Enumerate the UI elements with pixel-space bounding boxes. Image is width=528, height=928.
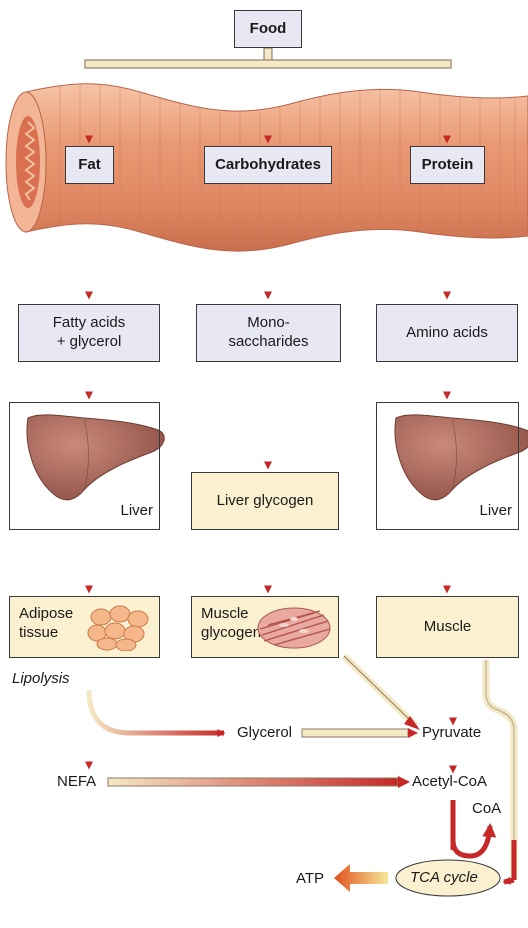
- adipose-tissue-box: Adipose tissue: [9, 596, 160, 658]
- muscle-glycogen-box: Muscle glycogen: [191, 596, 339, 658]
- liver-box-left: Liver: [9, 402, 160, 530]
- monosaccharides-label-2: saccharides: [228, 333, 308, 352]
- food-label: Food: [250, 20, 287, 39]
- liver-left-label: Liver: [120, 502, 153, 521]
- acetyl-coa-label: Acetyl-CoA: [412, 773, 487, 790]
- lipolysis-label: Lipolysis: [12, 670, 70, 687]
- monosaccharides-label-1: Mono-: [247, 314, 290, 333]
- liver-glycogen-label: Liver glycogen: [217, 492, 314, 511]
- adipose-label-2: tissue: [19, 624, 58, 641]
- muscle-glycogen-label-2: glycogen: [201, 624, 261, 641]
- food-box: Food: [234, 10, 302, 48]
- protein-label: Protein: [422, 156, 474, 175]
- amino-acids-label: Amino acids: [406, 324, 488, 343]
- carbohydrates-box: Carbohydrates: [204, 146, 332, 184]
- liver-glycogen-box: Liver glycogen: [191, 472, 339, 530]
- protein-box: Protein: [410, 146, 485, 184]
- tca-cycle-label: TCA cycle: [410, 869, 478, 886]
- muscle-box: Muscle: [376, 596, 519, 658]
- glycerol-label: Glycerol: [237, 724, 292, 741]
- coa-label: CoA: [472, 800, 501, 817]
- arrow-muscle-tca: [486, 660, 514, 880]
- muscle-glycogen-label-1: Muscle: [201, 605, 249, 622]
- adipose-label-1: Adipose: [19, 605, 73, 622]
- pyruvate-label: Pyruvate: [422, 724, 481, 741]
- muscle-label: Muscle: [424, 618, 472, 637]
- amino-acids-box: Amino acids: [376, 304, 518, 362]
- fatty-acids-label-2: + glycerol: [57, 333, 122, 352]
- fat-label: Fat: [78, 156, 101, 175]
- fat-box: Fat: [65, 146, 114, 184]
- liver-right-label: Liver: [479, 502, 512, 521]
- muscle-glycogen-label: Muscle glycogen: [201, 605, 261, 643]
- monosaccharides-box: Mono- saccharides: [196, 304, 341, 362]
- muscle-fibres-icon: [254, 605, 332, 651]
- fatty-acids-box: Fatty acids + glycerol: [18, 304, 160, 362]
- arrow-tca-atp: [334, 864, 388, 892]
- nefa-label: NEFA: [57, 773, 96, 790]
- adipose-tissue-label: Adipose tissue: [19, 605, 73, 643]
- fatty-acids-label-1: Fatty acids: [53, 314, 126, 333]
- arrow-adipose-glycerol: [89, 690, 224, 733]
- carbohydrates-label: Carbohydrates: [215, 156, 321, 175]
- liver-box-right: Liver: [376, 402, 519, 530]
- atp-label: ATP: [296, 870, 324, 887]
- fat-cells-icon: [87, 605, 153, 651]
